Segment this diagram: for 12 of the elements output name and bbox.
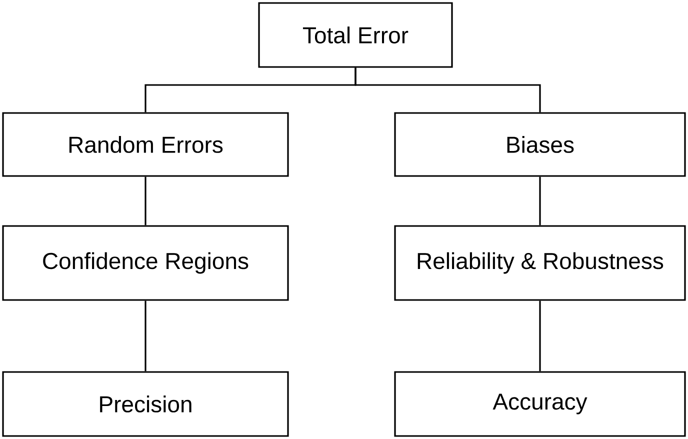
connector-line: [539, 176, 541, 226]
connector-line: [144, 300, 146, 372]
process-box: Total Error: [258, 2, 453, 68]
process-box: Confidence Regions: [2, 225, 289, 301]
process-box: Precision: [2, 371, 289, 437]
process-box: Accuracy: [394, 371, 686, 437]
connector-line: [144, 176, 146, 226]
process-box: Reliability & Robustness: [394, 225, 686, 301]
process-box: Biases: [394, 112, 686, 177]
process-box: Random Errors: [2, 112, 289, 177]
connector-line: [539, 300, 541, 372]
connector-line: [354, 68, 541, 112]
